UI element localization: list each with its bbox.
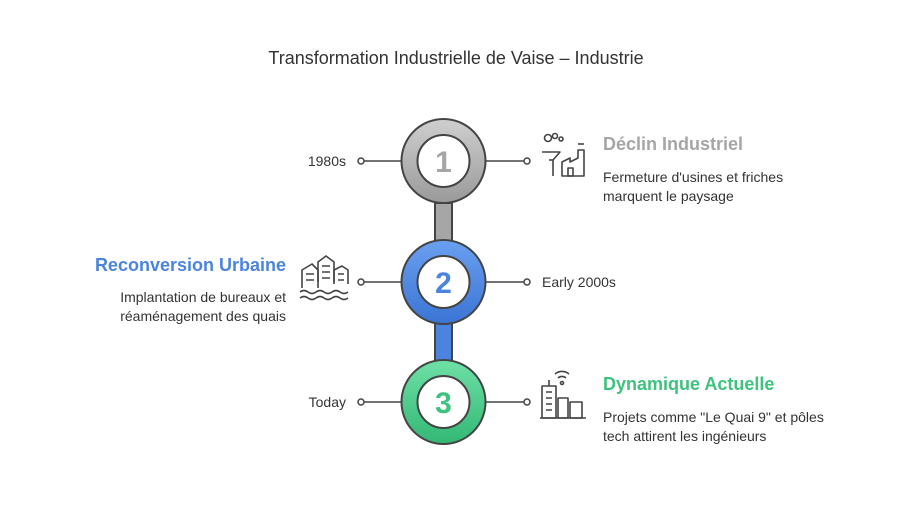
step-3-date: Today: [308, 394, 346, 410]
connector-2-3: [434, 321, 453, 363]
step-3-node: [400, 359, 487, 445]
step-1-node: [400, 118, 487, 204]
step-1-date: 1980s: [307, 153, 346, 169]
step-3-description-line-1: Projets comme "Le Quai 9" et pôles: [603, 409, 824, 425]
step-1-description-line-1: Fermeture d'usines et friches: [603, 169, 784, 185]
step-1-number: 1: [435, 146, 452, 179]
step-2-description-line-2: réaménagement des quais: [120, 308, 286, 324]
step-1-heading: Déclin Industriel: [603, 134, 744, 154]
diagram-title: Transformation Industrielle de Vaise – I…: [268, 48, 644, 68]
smart-city-icon: [540, 370, 586, 419]
step-2-number: 2: [435, 267, 452, 300]
step-3-description: Projets comme "Le Quai 9" et pôles tech …: [603, 408, 824, 446]
step-3-heading: Dynamique Actuelle: [603, 374, 775, 394]
step-1-description-line-2: marquent le paysage: [603, 188, 734, 204]
buildings-water-icon: [299, 255, 349, 301]
step-3-number: 3: [435, 387, 452, 420]
step-3-description-line-2: tech attirent les ingénieurs: [603, 428, 767, 444]
step-2-node: [400, 239, 487, 325]
step-2-date: Early 2000s: [542, 274, 616, 290]
connector-1-2: [434, 202, 453, 244]
step-2-description: Implantation de bureaux et réaménagement…: [40, 288, 286, 326]
step-2-description-line-1: Implantation de bureaux et: [120, 289, 286, 305]
step-2-heading: Reconversion Urbaine: [94, 255, 286, 275]
factory-icon: [542, 132, 585, 177]
step-1-description: Fermeture d'usines et friches marquent l…: [603, 168, 783, 206]
